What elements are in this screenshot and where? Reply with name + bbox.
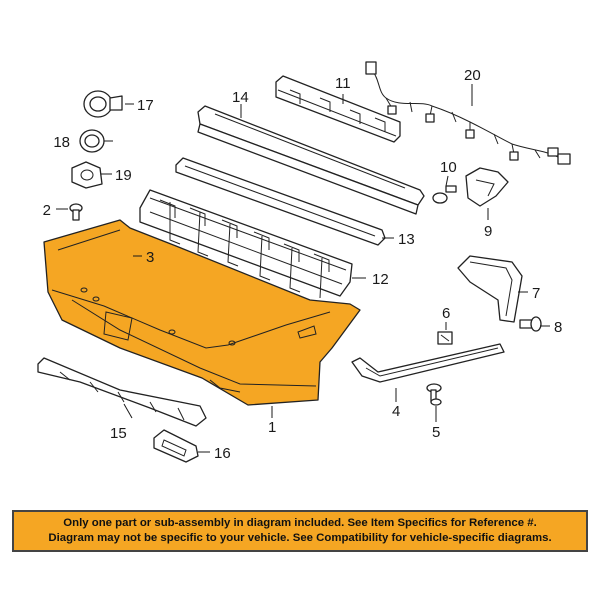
disclaimer-line-2: Diagram may not be specific to your vehi… [48,532,552,544]
callout-7: 7 [532,285,540,302]
callout-6: 6 [442,305,450,322]
callout-10: 10 [440,159,457,176]
wiring-harness-part [365,61,571,165]
callout-12: 12 [372,271,389,288]
callout-5: 5 [432,424,440,441]
callout-13: 13 [398,231,415,248]
reinforcement-bracket-part [275,75,401,143]
callout-1: 1 [268,419,276,436]
callout-3: 3 [146,249,154,266]
push-pin-part [432,185,457,204]
impact-bar-part [197,105,425,215]
callout-14: 14 [232,89,249,106]
callout-8: 8 [554,319,562,336]
clip-part [437,331,453,345]
callout-2: 2 [43,202,51,219]
disclaimer-box: Only one part or sub-assembly in diagram… [12,510,588,552]
absorber-part [139,189,353,299]
callout-15: 15 [110,425,127,442]
bolt-part-8 [519,316,542,332]
bolt-part-2 [69,203,83,221]
screw-part-5 [426,383,442,406]
bumper-cover-part [43,219,361,406]
park-sensor-part [83,90,123,118]
callout-labels: 17 18 19 2 3 1 15 16 4 5 6 7 8 9 10 11 1… [43,67,563,462]
callout-19: 19 [115,167,132,184]
callout-9: 9 [484,223,492,240]
trim-strip-part [351,343,505,383]
sensor-bracket-part [465,167,509,207]
callout-18: 18 [53,134,70,151]
valance-part [37,357,207,427]
callout-16: 16 [214,445,231,462]
callout-4: 4 [392,403,400,420]
exploded-view-diagram: 17 18 19 2 3 1 15 16 4 5 6 7 8 9 10 11 1… [37,61,571,463]
disclaimer-line-1: Only one part or sub-assembly in diagram… [63,517,537,529]
callout-11: 11 [335,75,351,92]
leader-lines [56,84,550,453]
sensor-retainer-part [71,161,103,189]
callout-17: 17 [137,97,154,114]
sensor-ring-part [79,129,105,153]
exhaust-tip-bezel-part [153,429,199,463]
callout-20: 20 [464,67,481,84]
side-bracket-part [457,255,523,323]
